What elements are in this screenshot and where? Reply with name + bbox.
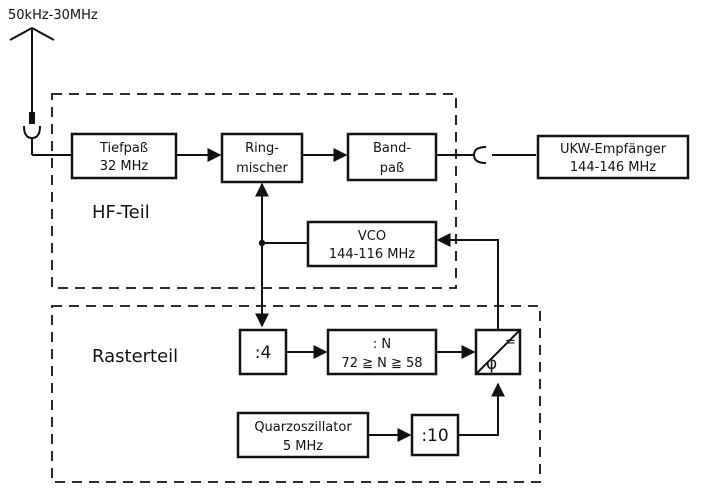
raster-section-label: Rasterteil [92, 346, 178, 367]
coax-connector-icon [470, 146, 487, 164]
svg-text:VCO: VCO [358, 229, 386, 244]
svg-text:Band-: Band- [373, 141, 411, 156]
svg-text:Ring-: Ring- [245, 141, 279, 156]
svg-text:32 MHz: 32 MHz [100, 159, 149, 174]
ukw-empfaenger-block: UKW-Empfänger 144-146 MHz [536, 134, 690, 180]
wire-div10-phase [458, 382, 505, 436]
svg-text:: N: : N [373, 337, 391, 352]
svg-text:72 ≧ N ≧ 58: 72 ≧ N ≧ 58 [341, 356, 422, 371]
svg-text:mischer: mischer [236, 161, 288, 176]
div4-block: :4 [238, 328, 288, 376]
antenna-frequency-label: 50kHz-30MHz [8, 8, 98, 23]
svg-text::4: :4 [255, 343, 272, 363]
raster-section-border [51, 305, 541, 483]
phase-detector-block: φ = [474, 328, 522, 376]
wire-phase-vco [436, 233, 499, 356]
svg-text:Tiefpaß: Tiefpaß [99, 141, 148, 156]
bandpass-block: Band- paß [346, 132, 438, 182]
svg-text:144-116 MHz: 144-116 MHz [329, 247, 415, 262]
svg-text:UKW-Empfänger: UKW-Empfänger [560, 142, 667, 157]
ringmischer-block: Ring- mischer [220, 132, 304, 184]
divn-block: : N 72 ≧ N ≧ 58 [326, 328, 438, 376]
antenna-icon [9, 26, 55, 155]
hf-section-label: HF-Teil [92, 202, 150, 223]
svg-text::10: :10 [421, 426, 448, 446]
div10-block: :10 [410, 413, 460, 457]
svg-text:paß: paß [380, 161, 404, 176]
tiefpass-block: Tiefpaß 32 MHz [70, 132, 178, 180]
hf-section-border [51, 93, 457, 289]
vco-block: VCO 144-116 MHz [306, 220, 438, 268]
svg-text:Quarzoszillator: Quarzoszillator [254, 420, 352, 435]
dc-symbol: = [505, 335, 516, 350]
svg-text:144-146 MHz: 144-146 MHz [570, 160, 656, 175]
quarzoszillator-block: Quarzoszillator 5 MHz [236, 411, 370, 459]
svg-text:5 MHz: 5 MHz [283, 439, 323, 454]
phase-symbol: φ [486, 354, 497, 374]
